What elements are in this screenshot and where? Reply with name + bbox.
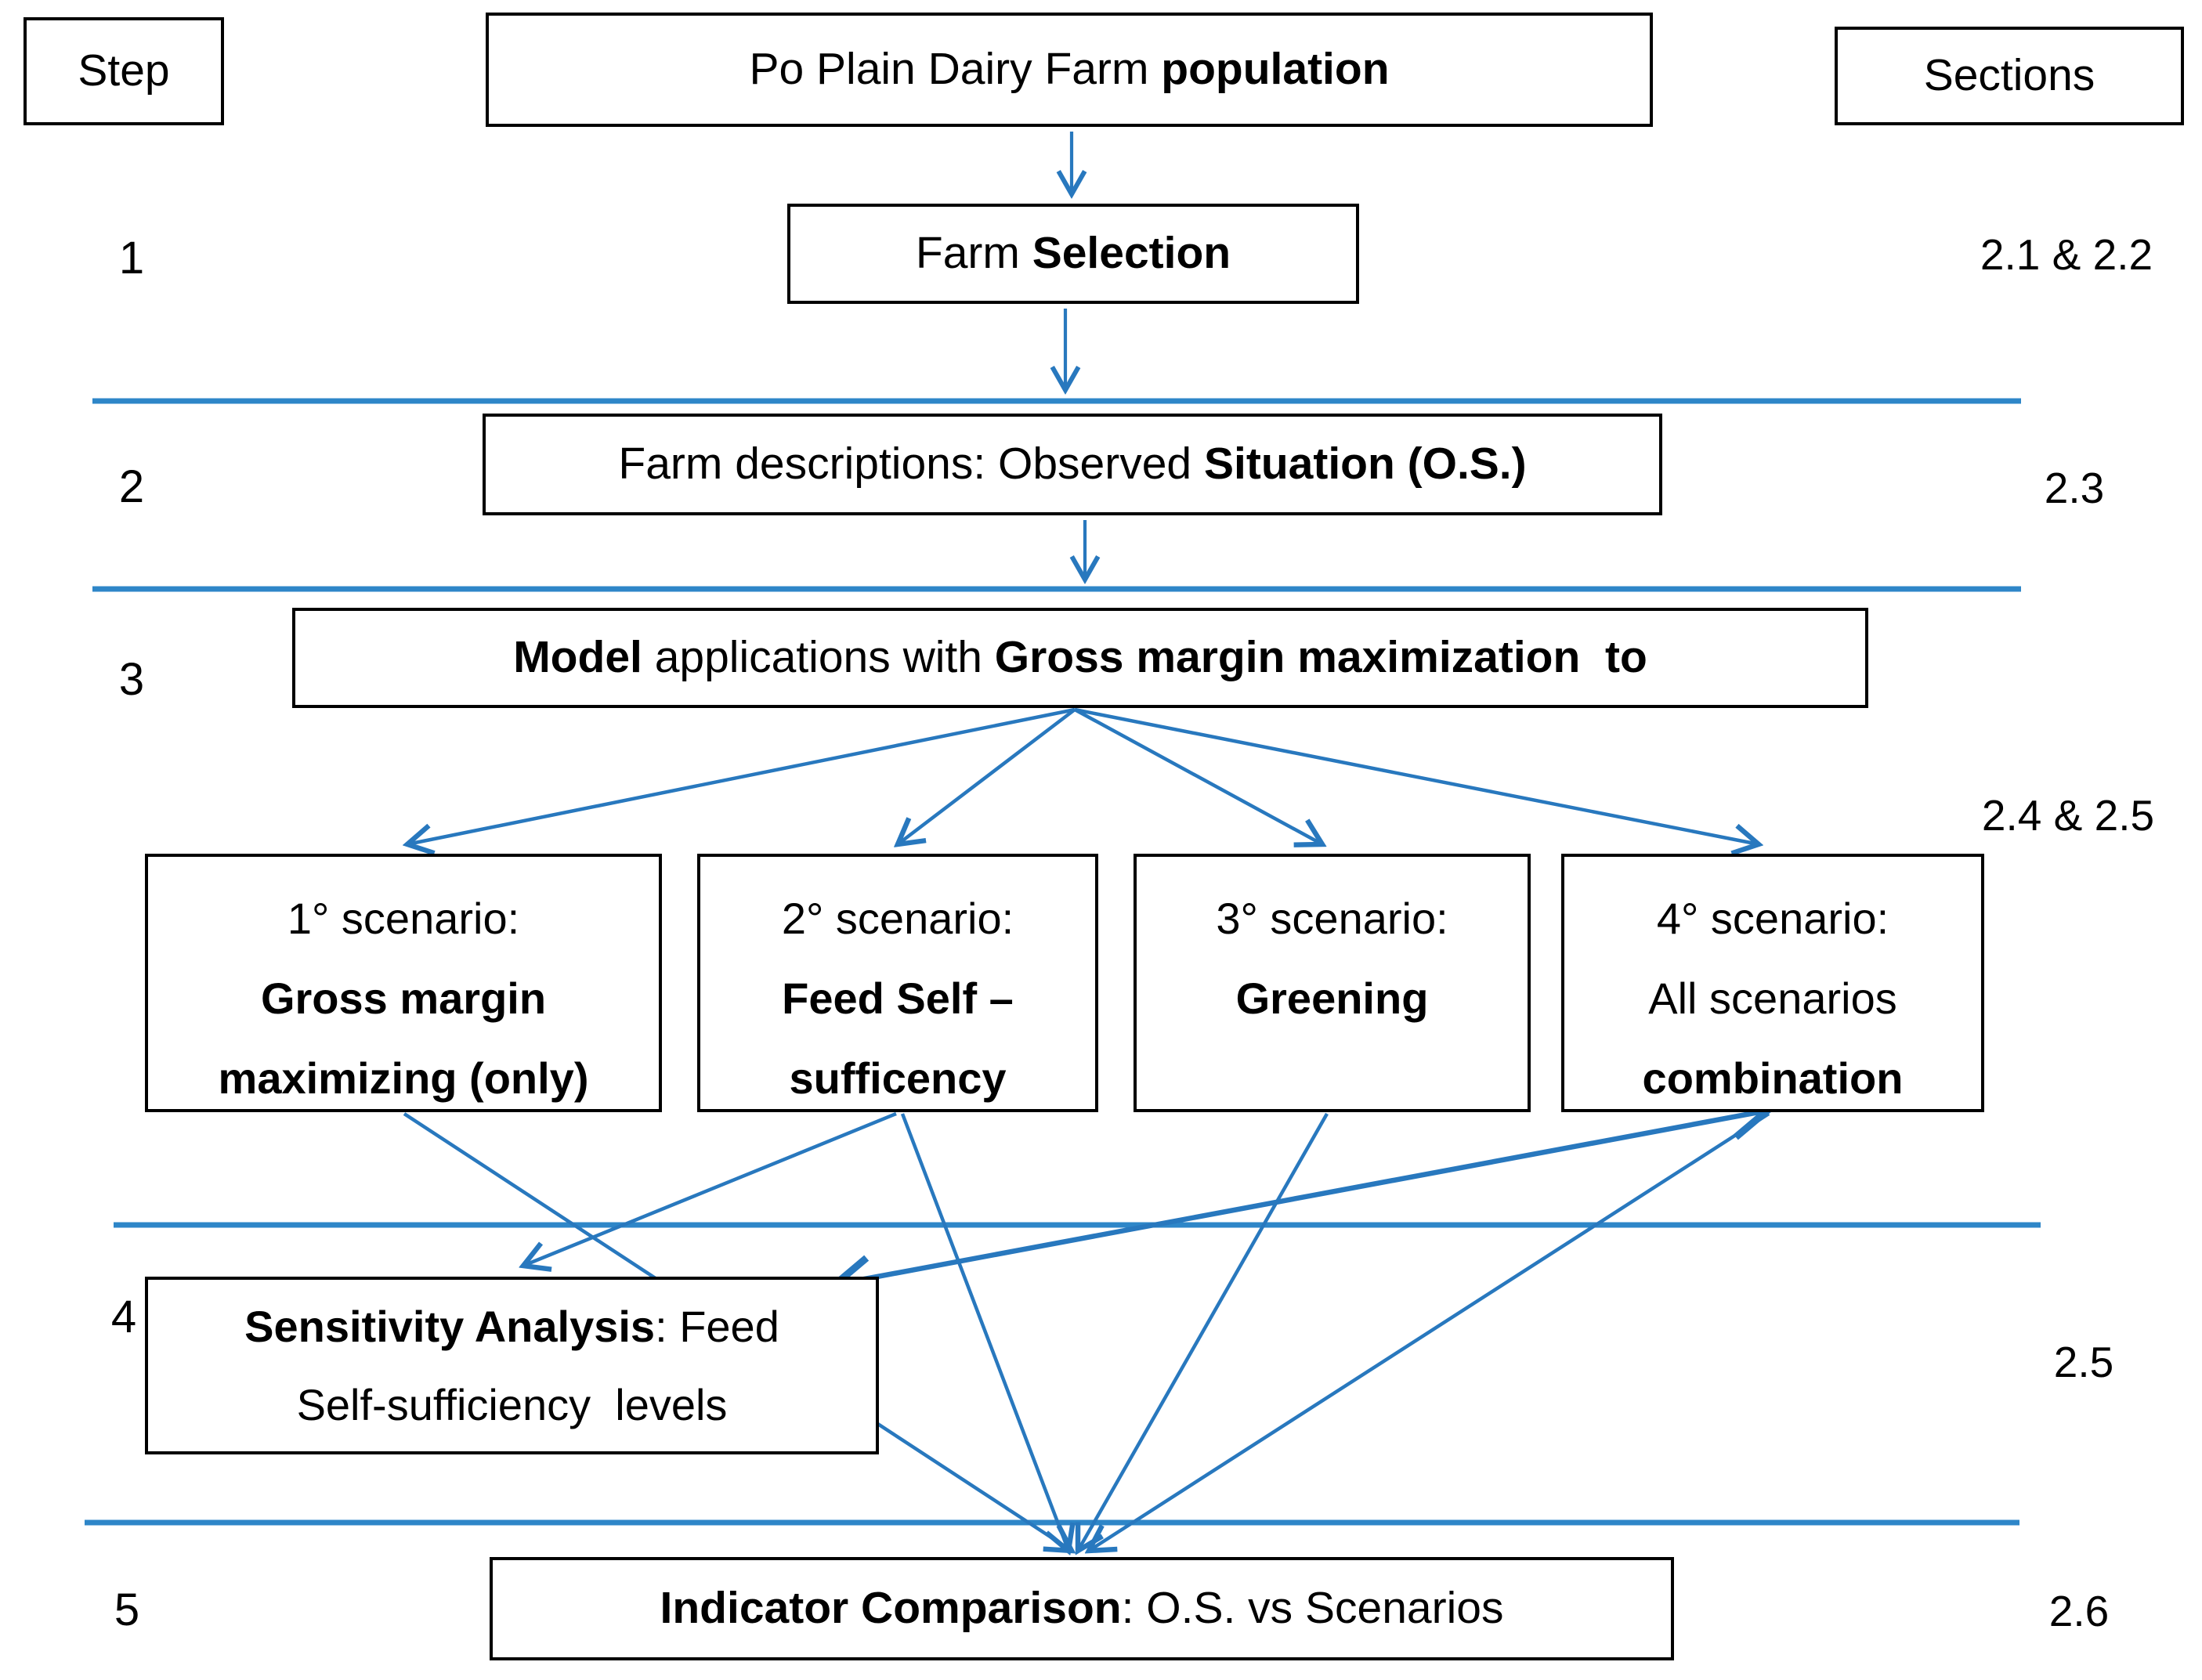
population-title-bold: population [1161,44,1390,95]
farm-selection-text: Farm Selection [916,228,1231,280]
section-label-2: 2.3 [2044,464,2105,512]
section-label-1: 2.1 & 2.2 [1980,230,2153,279]
farm-selection-pre: Farm [915,228,1032,279]
farm-descriptions-pre: Farm descriptions: Observed [618,439,1204,490]
step-number-5: 5 [114,1584,140,1635]
scenario-3-line1: 3° scenario: [1216,894,1448,943]
model-applications-text: Model applications with Gross margin max… [513,632,1647,684]
section-label-5: 2.6 [2048,1587,2110,1635]
model-applications-box: Model applications with Gross margin max… [292,608,1868,708]
farm-selection-bold: Selection [1032,228,1231,279]
sensitivity-scenario4-double-arrow [835,1111,1767,1284]
scenario-2-line2: Feed Self – [782,974,1014,1023]
scenario-3-box: 3° scenario: Greening [1134,854,1531,1112]
scenario-1-box: 1° scenario: Gross margin maximizing (on… [145,854,662,1112]
farm-descriptions-bold: Situation (O.S.) [1203,439,1527,490]
scenario-2-box: 2° scenario: Feed Self – sufficency [697,854,1098,1112]
sensitivity-line2: Self-sufficiency levels [296,1379,728,1429]
scenario-1-line1: 1° scenario: [287,894,520,943]
step-number-3: 3 [118,654,145,705]
model-to-scenarios-arrows [407,707,1759,844]
farm-descriptions-box: Farm descriptions: Observed Situation (O… [483,414,1662,515]
population-title-box: Po Plain Dairy Farm population [486,13,1653,127]
scenario-4-line3: combination [1642,1053,1904,1103]
model-applications-mid: applications with [642,632,995,683]
sensitivity-rest: : Feed [655,1301,779,1351]
scenario-4-line2: All scenarios [1648,974,1897,1023]
scenario-4-box: 4° scenario: All scenarios combination [1561,854,1984,1112]
step-header-label: Step [78,45,170,96]
indicator-comparison-rest: : O.S. vs Scenarios [1121,1583,1504,1634]
step-number-1: 1 [118,233,145,284]
farm-descriptions-text: Farm descriptions: Observed Situation (O… [618,439,1526,490]
section-label-3: 2.4 & 2.5 [1981,791,2155,840]
model-applications-bold1: Model [513,632,642,683]
population-title-pre: Po Plain Dairy Farm [749,44,1162,95]
step-header-box: Step [24,17,224,125]
sections-header-box: Sections [1835,27,2184,125]
scenario-3-line2: Greening [1235,974,1429,1023]
indicator-comparison-bold: Indicator Comparison [660,1583,1122,1634]
indicator-comparison-text: Indicator Comparison: O.S. vs Scenarios [660,1583,1504,1635]
step-number-4: 4 [110,1292,137,1342]
vertical-flow-arrows [1065,132,1085,580]
population-title-text: Po Plain Dairy Farm population [749,44,1389,96]
section-label-4: 2.5 [2053,1338,2114,1386]
scenario-4-line1: 4° scenario: [1656,894,1889,943]
scenario-2-line3: sufficency [789,1053,1007,1103]
indicator-comparison-box: Indicator Comparison: O.S. vs Scenarios [490,1557,1674,1660]
model-applications-bold2: Gross margin maximization to [994,632,1647,683]
step-number-2: 2 [118,461,145,512]
sensitivity-line1: Sensitivity Analysis: Feed [244,1288,779,1366]
scenario-2-line1: 2° scenario: [781,894,1014,943]
farm-selection-box: Farm Selection [787,204,1359,304]
sections-header-label: Sections [1923,50,2095,101]
sensitivity-bold: Sensitivity Analysis [244,1301,656,1351]
scenario-1-line3: maximizing (only) [218,1053,589,1103]
scenario-1-line2: Gross margin [260,974,547,1023]
sensitivity-analysis-box: Sensitivity Analysis: Feed Self-sufficie… [145,1277,879,1454]
